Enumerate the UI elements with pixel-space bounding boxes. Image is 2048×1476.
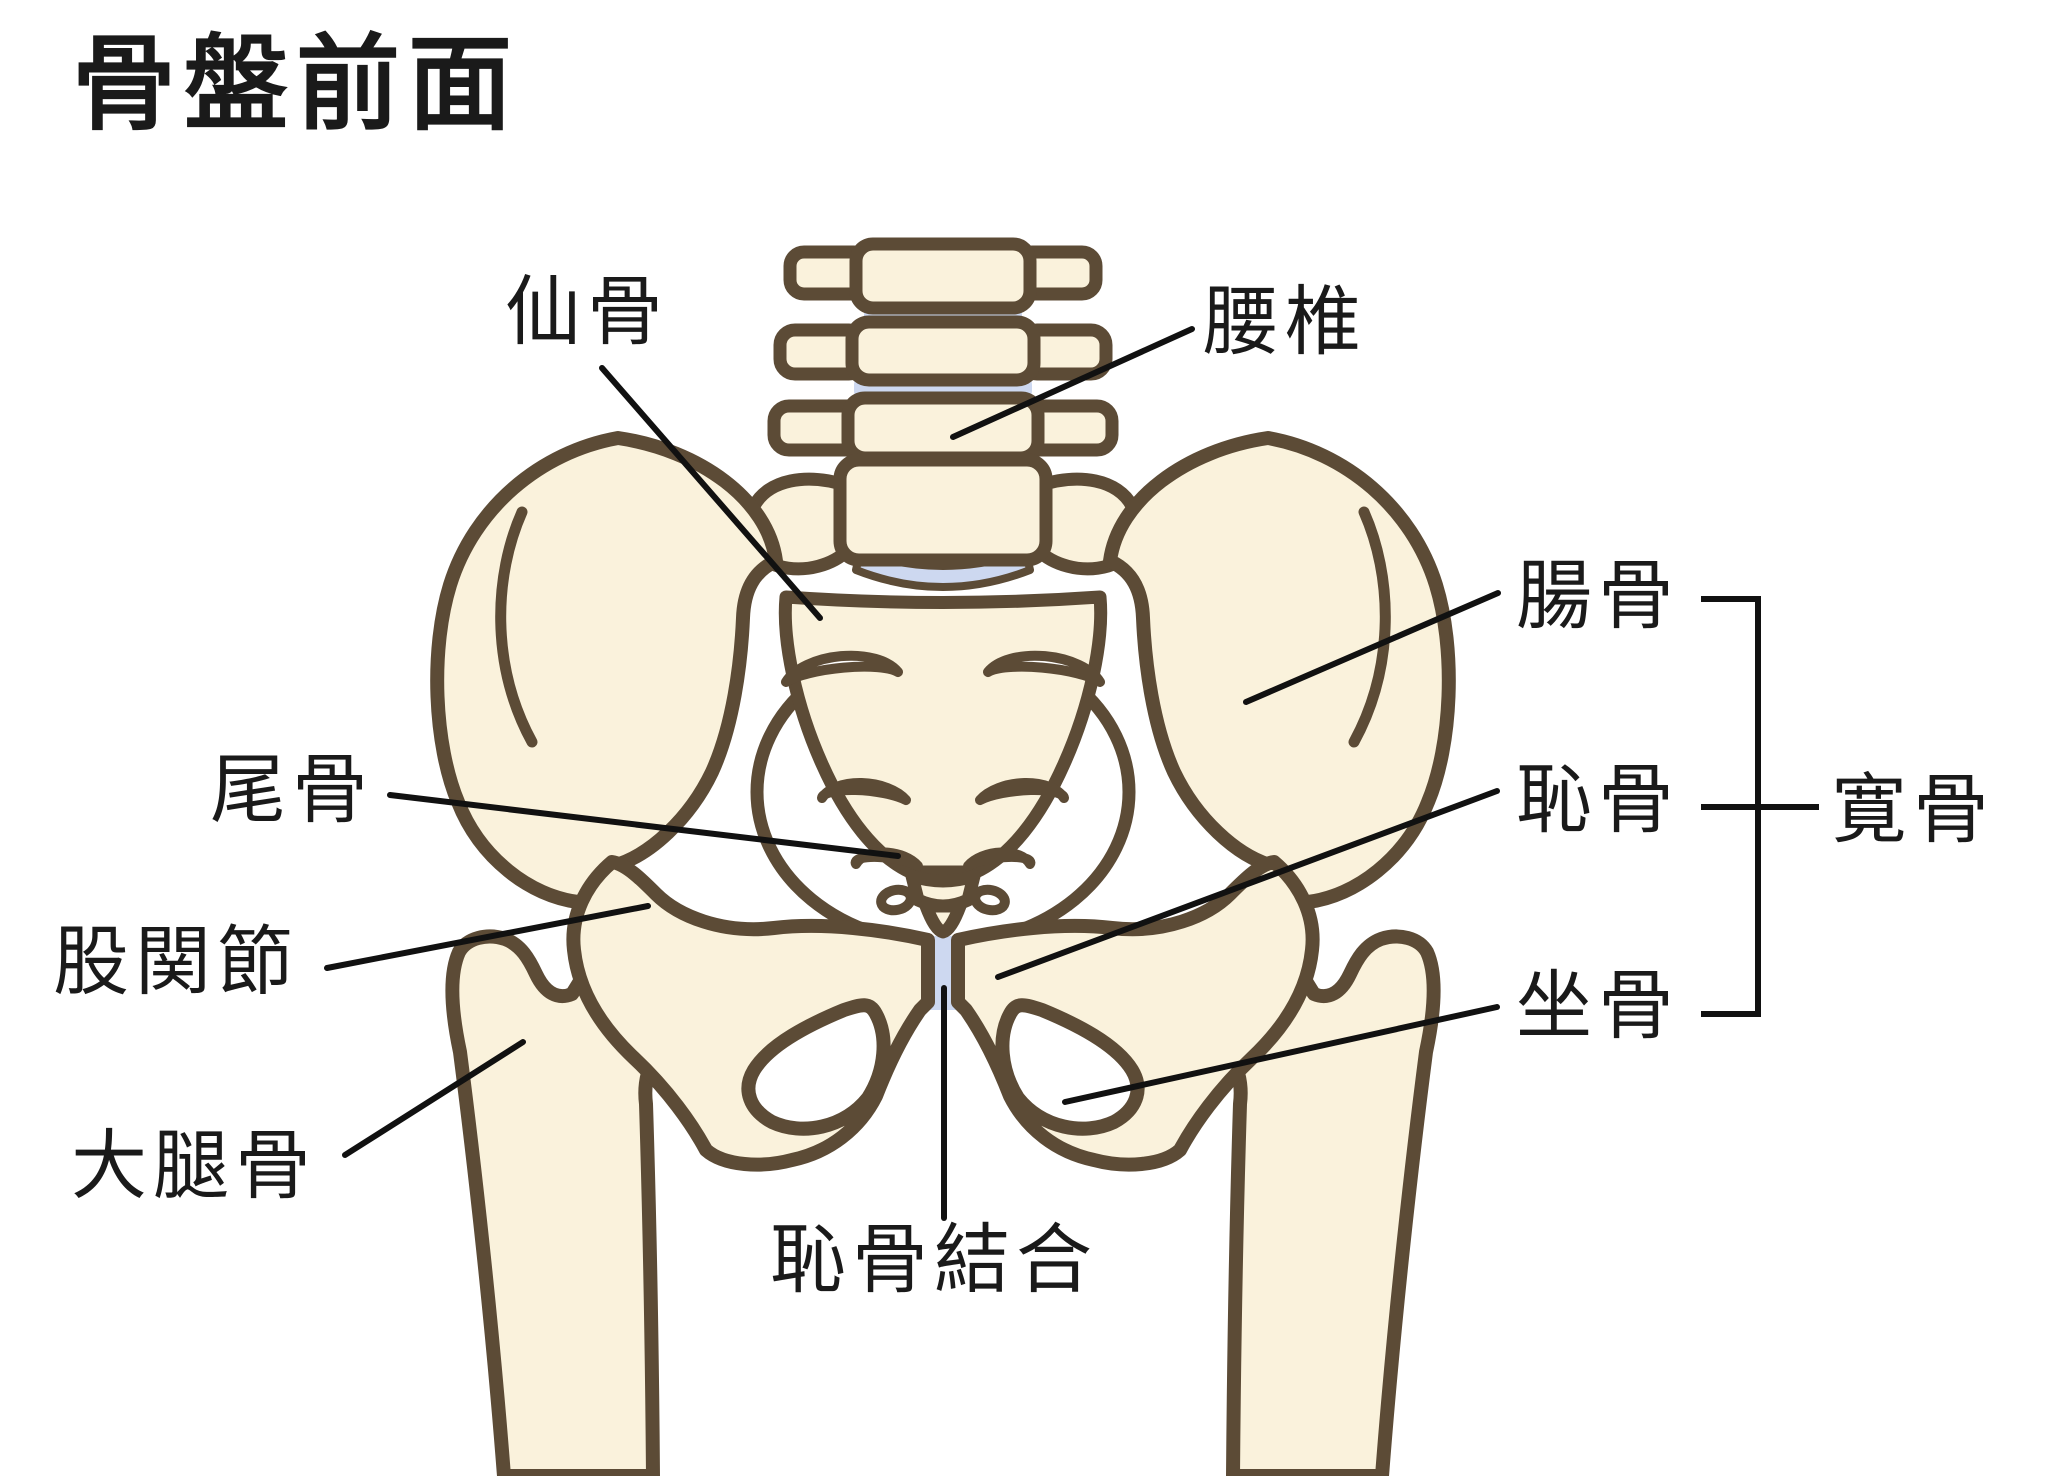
- label-sacrum: 仙骨: [505, 267, 669, 356]
- sacrum-leader-line: [599, 365, 823, 621]
- ilium-leader-line: [1243, 590, 1501, 705]
- label-pubic-symphysis: 恥骨結合: [770, 1215, 1098, 1304]
- label-femur: 大腿骨: [71, 1121, 317, 1210]
- label-ischium: 坐骨: [1516, 961, 1680, 1050]
- label-hip-bone: 寛骨: [1831, 765, 1995, 854]
- label-coccyx: 尾骨: [210, 745, 374, 834]
- sacral-foramen: [963, 847, 1036, 871]
- vertebra-body: [845, 315, 1041, 387]
- pubis-ischium-right-shape: [951, 855, 1320, 1172]
- label-ilium: 腸骨: [1516, 551, 1680, 640]
- lumbar-spine-group: [742, 237, 1144, 591]
- sacral-foramen: [970, 884, 1010, 916]
- lumbar-leader-line: [950, 326, 1195, 440]
- femur-leader-line: [342, 1039, 526, 1158]
- label-lumbar-spine: 腰椎: [1203, 277, 1367, 366]
- lower-pelvis-group: [566, 855, 1320, 1172]
- vertebra-body: [833, 453, 1053, 567]
- page-title: 骨盤前面: [72, 23, 521, 145]
- femur-left-shape: [445, 924, 686, 1476]
- femurs-group: [445, 924, 1441, 1476]
- sacral-foramen: [781, 650, 903, 687]
- femur-right-shape: [1200, 924, 1441, 1476]
- sacral-foramen: [983, 650, 1105, 687]
- pubis-ischium-left-shape: [566, 855, 935, 1172]
- sacral-foramen: [876, 884, 916, 916]
- iliac-crest-line: [495, 506, 538, 748]
- vertebra-body: [849, 237, 1037, 315]
- sacral-foramen: [975, 778, 1069, 805]
- sacrum-group: [778, 590, 1108, 939]
- hip-bone-bracket: [1701, 596, 1819, 1017]
- sacral-foramen: [817, 778, 911, 805]
- pubis-leader-line: [995, 788, 1500, 980]
- label-hip-joint: 股関節: [53, 917, 299, 1006]
- coccyx-leader-line: [387, 792, 901, 859]
- coccyx-tip-shape: [919, 899, 967, 939]
- label-pubis: 恥骨: [1516, 755, 1680, 844]
- vertebra-body: [841, 391, 1045, 465]
- annotation-lines-group: [324, 326, 1501, 1221]
- hip-joint-leader-line: [324, 903, 651, 971]
- iliac-wings-group: [430, 431, 1456, 910]
- ilium-right-shape: [1103, 431, 1456, 910]
- ischium-leader-line: [1062, 1004, 1500, 1105]
- iliac-crest-line: [1348, 506, 1391, 748]
